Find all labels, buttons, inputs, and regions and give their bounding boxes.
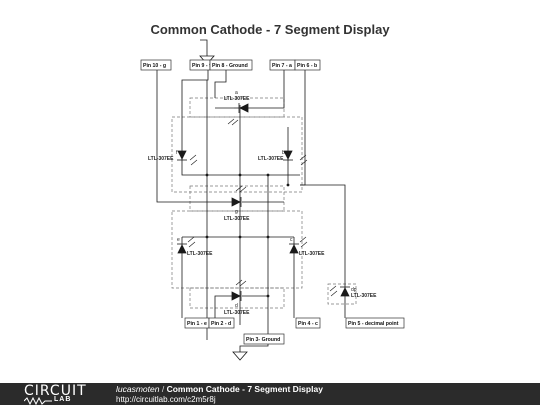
dashed-box-d [189, 287, 285, 309]
pin-label-6: Pin 6 - b [297, 63, 317, 69]
led-b-model: LTL-307EE [258, 156, 284, 162]
pin-label-2: Pin 2 - d [211, 321, 231, 327]
led-d-letter: d [235, 303, 238, 309]
junction-dot [266, 294, 270, 298]
part-labels: a LTL-307EE f LTL-307EE b LTL-307EE g LT… [148, 90, 377, 316]
light-arrows-icon [235, 185, 247, 193]
junctions [205, 173, 290, 298]
pin-label-10: Pin 10 - g [143, 63, 166, 69]
junction-dot [286, 183, 290, 187]
logo-lab-text: LAB [54, 396, 72, 403]
author-link[interactable]: lucasmoten [116, 384, 160, 394]
pin-label-5: Pin 5 - decimal point [348, 321, 399, 327]
emission-arrows [187, 118, 338, 297]
light-arrows-icon [187, 236, 196, 248]
dashed-box-dp [327, 283, 357, 305]
light-arrows-icon [227, 118, 239, 126]
light-arrows-icon [189, 154, 198, 166]
led-b-icon [283, 150, 293, 161]
junction-dot [205, 173, 209, 177]
junction-dot [238, 235, 242, 239]
light-arrows-icon [235, 279, 247, 287]
dashed-box-lower [171, 210, 303, 289]
pin-label-8: Pin 8 - Ground [212, 63, 248, 69]
schematic-canvas: Pin 10 - g Pin 9 - f Pin 8 - Ground Pin … [140, 39, 405, 361]
led-g-model: LTL-307EE [224, 216, 250, 222]
led-diodes [177, 103, 350, 301]
led-g-icon [231, 197, 242, 207]
led-g-letter: g [235, 209, 238, 215]
logo-circuit-text: CIRCUIT [24, 383, 87, 399]
dashed-box-g [189, 185, 285, 212]
led-a-icon [234, 103, 249, 113]
led-f-model: LTL-307EE [148, 156, 174, 162]
wire-pin10-g [156, 70, 232, 203]
junction-dot [238, 173, 242, 177]
wire-ground-top [200, 39, 208, 56]
led-dp-icon [340, 286, 350, 297]
wire-pin9-f [181, 70, 300, 176]
page-title: Common Cathode - 7 Segment Display [150, 22, 390, 37]
led-dp-letter: dp [351, 287, 357, 293]
pin-label-1: Pin 1 - e [187, 321, 207, 327]
pin-label-3: Pin 3- Ground [246, 337, 280, 343]
pin-label-4: Pin 4 - c [298, 321, 318, 327]
wire-to-dp [300, 184, 346, 318]
led-a-letter: a [235, 90, 238, 96]
wires [156, 39, 346, 352]
wire-pin7-a [248, 70, 285, 109]
junction-dot [205, 235, 209, 239]
led-d-icon [231, 291, 242, 301]
led-c-letter: c [290, 237, 293, 243]
led-f-icon [177, 150, 187, 161]
segment-groups [171, 97, 357, 309]
led-dp-model: LTL-307EE [351, 293, 377, 299]
led-f-letter: f [176, 150, 178, 156]
footer-bar: CIRCUIT LAB lucasmoten / Common Cathode … [0, 383, 540, 405]
pin-labels: Pin 10 - g Pin 9 - f Pin 8 - Ground Pin … [140, 59, 405, 345]
junction-dot [266, 173, 270, 177]
led-a-model: LTL-307EE [224, 96, 250, 102]
junction-dot [266, 235, 270, 239]
led-e-icon [177, 243, 187, 254]
light-arrows-icon [299, 236, 308, 248]
wire-pin6-b [300, 70, 306, 186]
pin-label-7: Pin 7 - a [272, 63, 292, 69]
led-e-letter: e [177, 237, 180, 243]
footer-credit: lucasmoten / Common Cathode - 7 Segment … [116, 384, 323, 394]
led-c-model: LTL-307EE [299, 251, 325, 257]
wire-pin2-d [214, 295, 232, 318]
ground-symbol-bottom [232, 351, 248, 361]
light-arrows-icon [329, 285, 338, 297]
led-e-model: LTL-307EE [187, 251, 213, 257]
footer-separator: / [161, 384, 165, 394]
logo-wave-icon [24, 397, 52, 405]
dashed-box-upper [171, 116, 303, 193]
wire-pin8 [214, 70, 227, 98]
circuit-url-link[interactable]: http://circuitlab.com/c2m5r8j [116, 395, 216, 404]
led-d-model: LTL-307EE [224, 310, 250, 316]
light-arrows-icon [299, 154, 308, 166]
footer-circuit-title: Common Cathode - 7 Segment Display [166, 384, 323, 394]
led-b-letter: b [282, 150, 285, 156]
pin-label-9: Pin 9 - f [192, 63, 211, 69]
led-c-icon [289, 243, 299, 254]
